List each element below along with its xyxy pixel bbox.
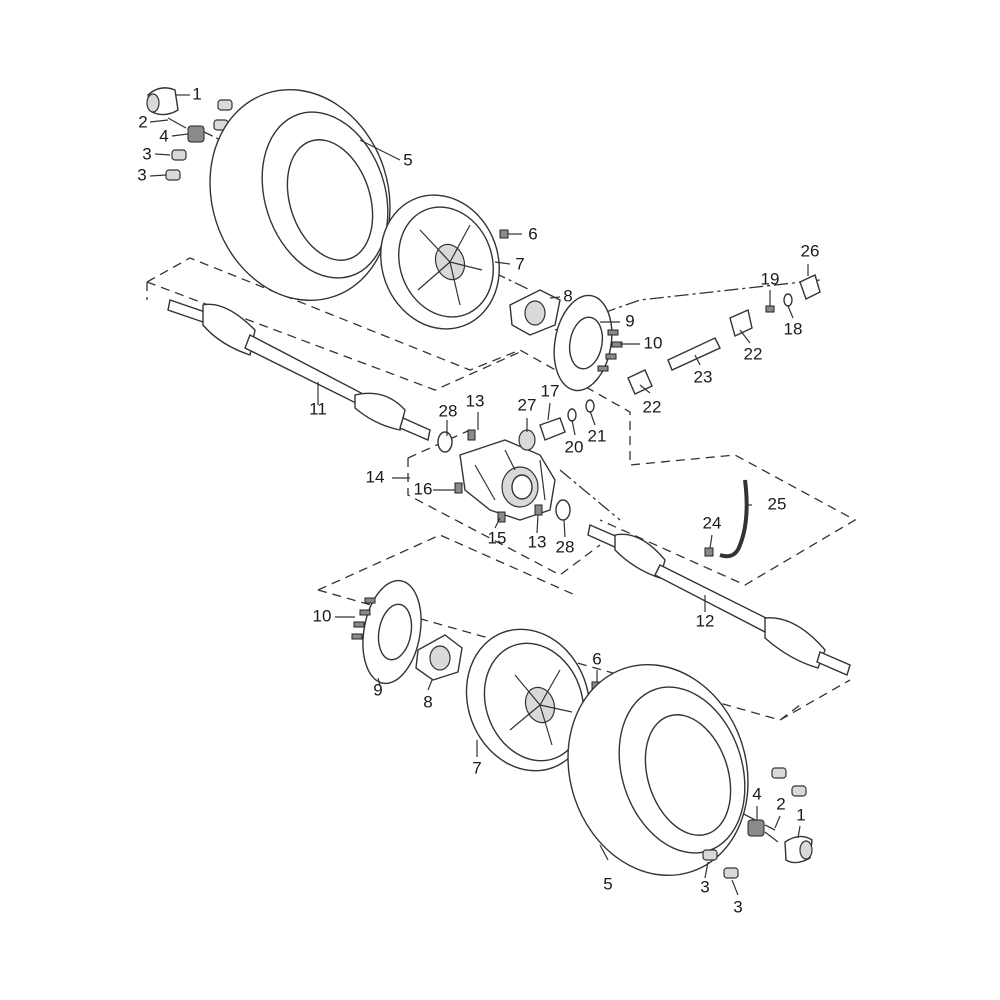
callout-19: 19 [761,269,780,288]
propeller-shaft [627,274,821,395]
wheel-rim-top [380,194,509,330]
callout-4-top: 4 [159,126,168,145]
callout-28-a: 28 [439,401,458,420]
callout-27: 27 [518,395,537,414]
callout-13-a: 13 [466,391,485,410]
callout-23: 23 [694,367,713,386]
callout-1-top: 1 [192,84,201,103]
callout-7-top: 7 [515,254,524,273]
callout-22-a: 22 [744,344,763,363]
callout-5-top: 5 [403,150,412,169]
callout-9-bottom: 9 [373,680,382,699]
callout-25: 25 [768,494,787,513]
callout-4-bottom: 4 [752,784,761,803]
callout-10-top: 10 [644,333,663,352]
seals-and-bearings [437,399,595,523]
callout-24: 24 [703,513,722,532]
callout-5-bottom: 5 [603,874,612,893]
callout-28-b: 28 [556,537,575,556]
callout-3-top-b: 3 [137,165,146,184]
callout-22-b: 22 [643,397,662,416]
callout-8-bottom: 8 [423,692,432,711]
callout-13-b: 13 [528,532,547,551]
callout-12: 12 [696,611,715,630]
hub-cap-bottom [784,835,813,864]
wheel-hub-bottom [415,634,463,681]
callout-3-top-a: 3 [142,144,151,163]
hub-cap-top [146,87,179,116]
callout-1-bottom: 1 [796,805,805,824]
callout-10-bottom: 10 [313,606,332,625]
callout-21: 21 [588,426,607,445]
wheel-hub-top [509,289,561,336]
brake-disc-bottom [351,579,422,685]
lug-nuts-bottom [702,767,807,879]
callout-7-bottom: 7 [472,758,481,777]
callout-16: 16 [414,479,433,498]
tire-bottom [567,663,749,877]
drive-shaft-left [167,299,431,441]
callout-17: 17 [541,381,560,400]
differential [459,439,556,521]
callout-18: 18 [784,319,803,338]
callout-26: 26 [801,241,820,260]
callout-3-bottom-b: 3 [733,897,742,916]
brake-disc-top [553,294,623,392]
wheel-rim-bottom [465,628,601,772]
callout-3-bottom-a: 3 [700,877,709,896]
callout-2-top: 2 [138,112,147,131]
callout-9-top: 9 [625,311,634,330]
leader-lines [149,94,809,896]
callout-11: 11 [309,399,327,418]
callouts: 1 2 4 3 3 5 6 7 8 9 10 11 12 13 13 14 15… [137,84,819,916]
callout-6-bottom: 6 [592,649,601,668]
tire-top [209,88,391,302]
lug-nuts-top [165,99,233,181]
callout-14: 14 [366,467,385,486]
callout-8-top: 8 [563,286,572,305]
callout-15: 15 [488,528,507,547]
callout-20: 20 [565,437,584,456]
callout-2-bottom: 2 [776,794,785,813]
callout-6-top: 6 [528,224,537,243]
drive-shaft-right [587,524,851,676]
breather-hose [704,479,749,559]
